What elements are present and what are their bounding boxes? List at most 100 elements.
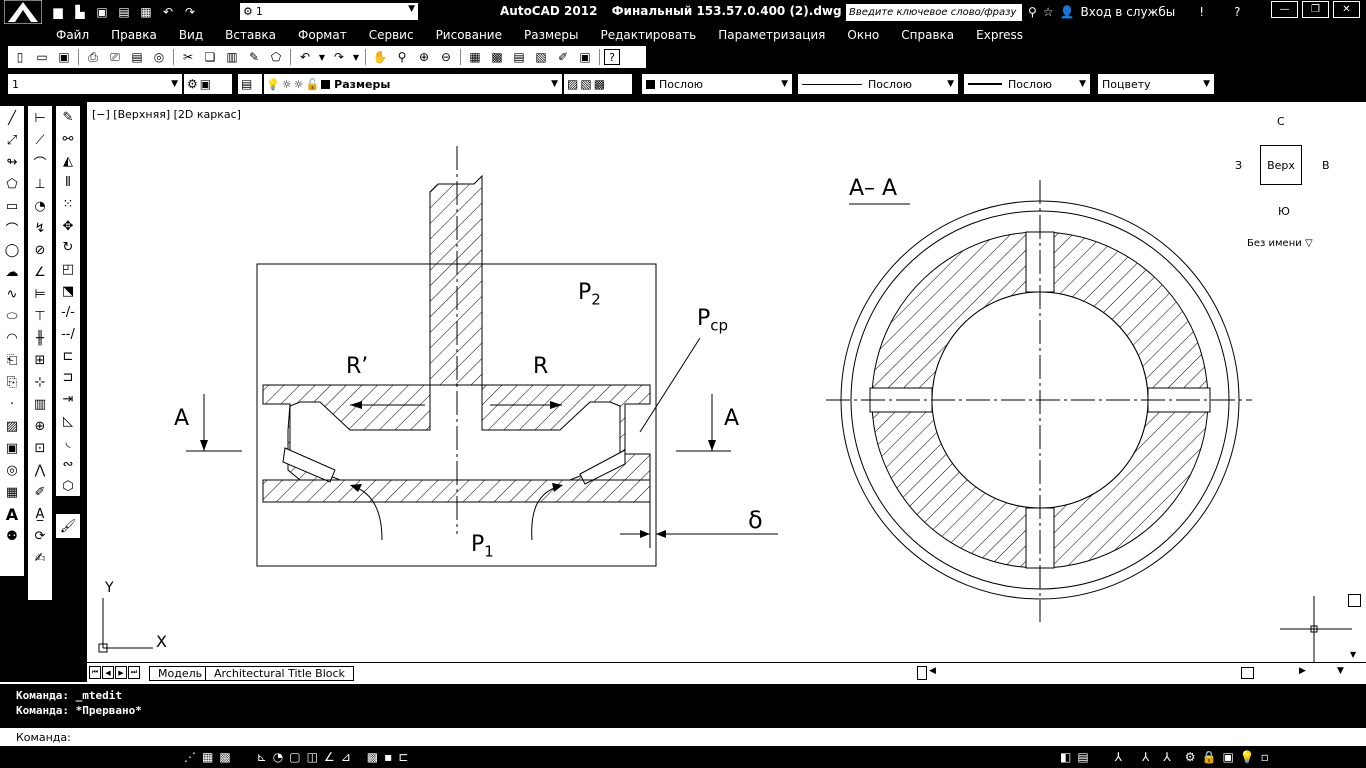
section-view[interactable]	[826, 180, 1252, 622]
dim-edit-icon[interactable]: ✐	[34, 484, 46, 500]
spline-icon[interactable]: ∿	[6, 286, 18, 302]
quick-view-icon[interactable]: ▤	[1077, 750, 1089, 764]
horizontal-scrollbar-thumb[interactable]	[917, 666, 927, 680]
undo-tool-icon[interactable]: ↶	[299, 50, 311, 64]
isolate-icon[interactable]: 💡	[1239, 750, 1255, 764]
move-icon[interactable]: ✥	[62, 218, 74, 234]
user-icon[interactable]: 👤	[1059, 5, 1075, 19]
aligned-dim-icon[interactable]: ⟋	[35, 132, 45, 148]
viewport-label[interactable]: [−] [Верхняя] [2D каркас]	[92, 108, 241, 121]
annotation-visibility-icon[interactable]: ⅄	[1142, 750, 1150, 764]
layer-previous-icon[interactable]: ▣	[199, 77, 212, 91]
block-editor-icon[interactable]: ⬠	[270, 50, 282, 64]
save-tool-icon[interactable]: ▣	[58, 50, 70, 64]
next-tab-icon[interactable]: ▶	[115, 666, 127, 679]
scroll-left-icon[interactable]: ◀	[929, 666, 936, 676]
rectangle-icon[interactable]: ▭	[5, 198, 19, 214]
scroll-right-icon[interactable]: ▶	[1299, 666, 1306, 676]
circle-icon[interactable]: ◯	[4, 242, 20, 258]
array-icon[interactable]: ⁙	[62, 197, 74, 213]
dim-text-edit-icon[interactable]: A̲	[35, 506, 45, 522]
revcloud-icon[interactable]: ☁	[5, 264, 19, 280]
redo-dropdown-icon[interactable]: ▼	[352, 52, 360, 62]
redo-icon[interactable]: ↷	[184, 5, 196, 19]
otrack-icon[interactable]: ∠	[323, 750, 335, 764]
mirror-icon[interactable]: ◭	[63, 153, 73, 169]
line-icon[interactable]: ╱	[8, 110, 16, 126]
dyn-icon[interactable]: ▩	[366, 750, 379, 764]
paste-icon[interactable]: ▥	[226, 50, 238, 64]
polygon-icon[interactable]: ⬠	[6, 176, 18, 192]
zoom-window-icon[interactable]: ⊕	[418, 50, 430, 64]
layer-properties-icon[interactable]: ▤	[241, 77, 253, 91]
snap-icon[interactable]: ▦	[202, 750, 214, 764]
menu-draw[interactable]: Рисование	[435, 28, 502, 42]
polar-icon[interactable]: ◔	[272, 750, 284, 764]
3d-osnap-icon[interactable]: ◫	[306, 750, 318, 764]
lwt-icon[interactable]: ▪	[384, 750, 393, 764]
polyline-icon[interactable]: ↬	[6, 154, 18, 170]
fillet-icon[interactable]: ◟	[65, 435, 71, 451]
offset-icon[interactable]: ⫴	[65, 175, 71, 191]
menu-view[interactable]: Вид	[178, 28, 204, 42]
tab-model[interactable]: Модель	[149, 666, 212, 681]
tolerance-icon[interactable]: ▥	[33, 396, 47, 412]
plot-tool-icon[interactable]: ⎙	[88, 49, 98, 64]
viewcube-south[interactable]: Ю	[1278, 205, 1290, 218]
menu-express[interactable]: Express	[976, 28, 1023, 42]
linetype-select[interactable]: Послою ▼	[798, 74, 958, 94]
ellipse-arc-icon[interactable]: ◠	[6, 330, 18, 346]
paintbrush-icon[interactable]: 🖌	[59, 518, 77, 534]
last-tab-icon[interactable]: ⏭	[128, 666, 140, 679]
arc-length-icon[interactable]: ⌒	[33, 156, 47, 172]
blend-icon[interactable]: ∾	[62, 457, 74, 473]
design-center-icon[interactable]: ▩	[491, 50, 503, 64]
ucs-menu[interactable]: Без имени ▽	[1247, 238, 1313, 249]
left-view[interactable]	[186, 146, 778, 567]
viewcube-north[interactable]: С	[1277, 115, 1285, 128]
ordinate-dim-icon[interactable]: ⊥	[34, 176, 46, 192]
command-input[interactable]: Команда:	[0, 728, 1366, 746]
layer-match-icon[interactable]: ▧	[580, 77, 592, 91]
construction-line-icon[interactable]: ⤢	[6, 132, 18, 148]
viewcube-top-face[interactable]: Верх	[1260, 145, 1302, 185]
stretch-icon[interactable]: ⬔	[61, 283, 75, 299]
layout-preview-icon[interactable]	[1241, 667, 1254, 679]
menu-edit[interactable]: Правка	[111, 28, 157, 42]
gradient-icon[interactable]: ▣	[5, 440, 19, 456]
save-icon[interactable]: ▣	[96, 5, 108, 19]
match-prop-icon[interactable]: ✎	[248, 50, 260, 64]
hatch-icon[interactable]: ▨	[5, 418, 19, 434]
grid-icon[interactable]: ▩	[219, 750, 231, 764]
center-mark-icon[interactable]: ⊕	[34, 418, 46, 434]
pan-icon[interactable]: ✋	[372, 50, 388, 64]
add-selected-icon[interactable]: ⚉	[6, 528, 18, 544]
lock-icon[interactable]: 🔒	[1201, 750, 1217, 764]
sheet-set-icon[interactable]: ▧	[535, 50, 547, 64]
baseline-dim-icon[interactable]: ⊤	[34, 308, 46, 324]
radius-dim-icon[interactable]: ◔	[34, 198, 46, 214]
first-tab-icon[interactable]: ⏮	[89, 666, 101, 679]
table-icon[interactable]: ▦	[5, 484, 19, 500]
3d-dwf-icon[interactable]: ◎	[153, 50, 165, 64]
star-icon[interactable]: ☆	[1042, 5, 1054, 19]
layer-states-manager-icon[interactable]: ⚙	[187, 77, 198, 91]
help-icon[interactable]: ?	[1234, 5, 1241, 19]
break-icon[interactable]: ⊐	[62, 370, 74, 386]
continue-dim-icon[interactable]: ╫	[36, 330, 44, 346]
jogged-dim-icon[interactable]: ↯	[34, 220, 46, 236]
nav-bar-toggle-icon[interactable]	[1348, 594, 1361, 607]
insert-block-icon[interactable]: ⎗	[6, 352, 18, 368]
jogged-linear-icon[interactable]: ⋀	[34, 462, 46, 478]
undo-dropdown-icon[interactable]: ▼	[318, 52, 326, 62]
trim-icon[interactable]: -/-	[61, 305, 75, 321]
point-icon[interactable]: ·	[9, 396, 15, 412]
undo-icon[interactable]: ↶	[162, 5, 174, 19]
tool-palettes-icon[interactable]: ▤	[513, 50, 525, 64]
plotstyle-select[interactable]: Поцвету ▼	[1098, 74, 1214, 94]
close-icon[interactable]: ✕	[1333, 1, 1360, 18]
calculator-icon[interactable]: ▣	[579, 50, 591, 64]
markup-icon[interactable]: ✐	[557, 50, 569, 64]
dim-update-icon[interactable]: ⟳	[34, 528, 46, 544]
arc-icon[interactable]: ⌒	[5, 222, 19, 238]
